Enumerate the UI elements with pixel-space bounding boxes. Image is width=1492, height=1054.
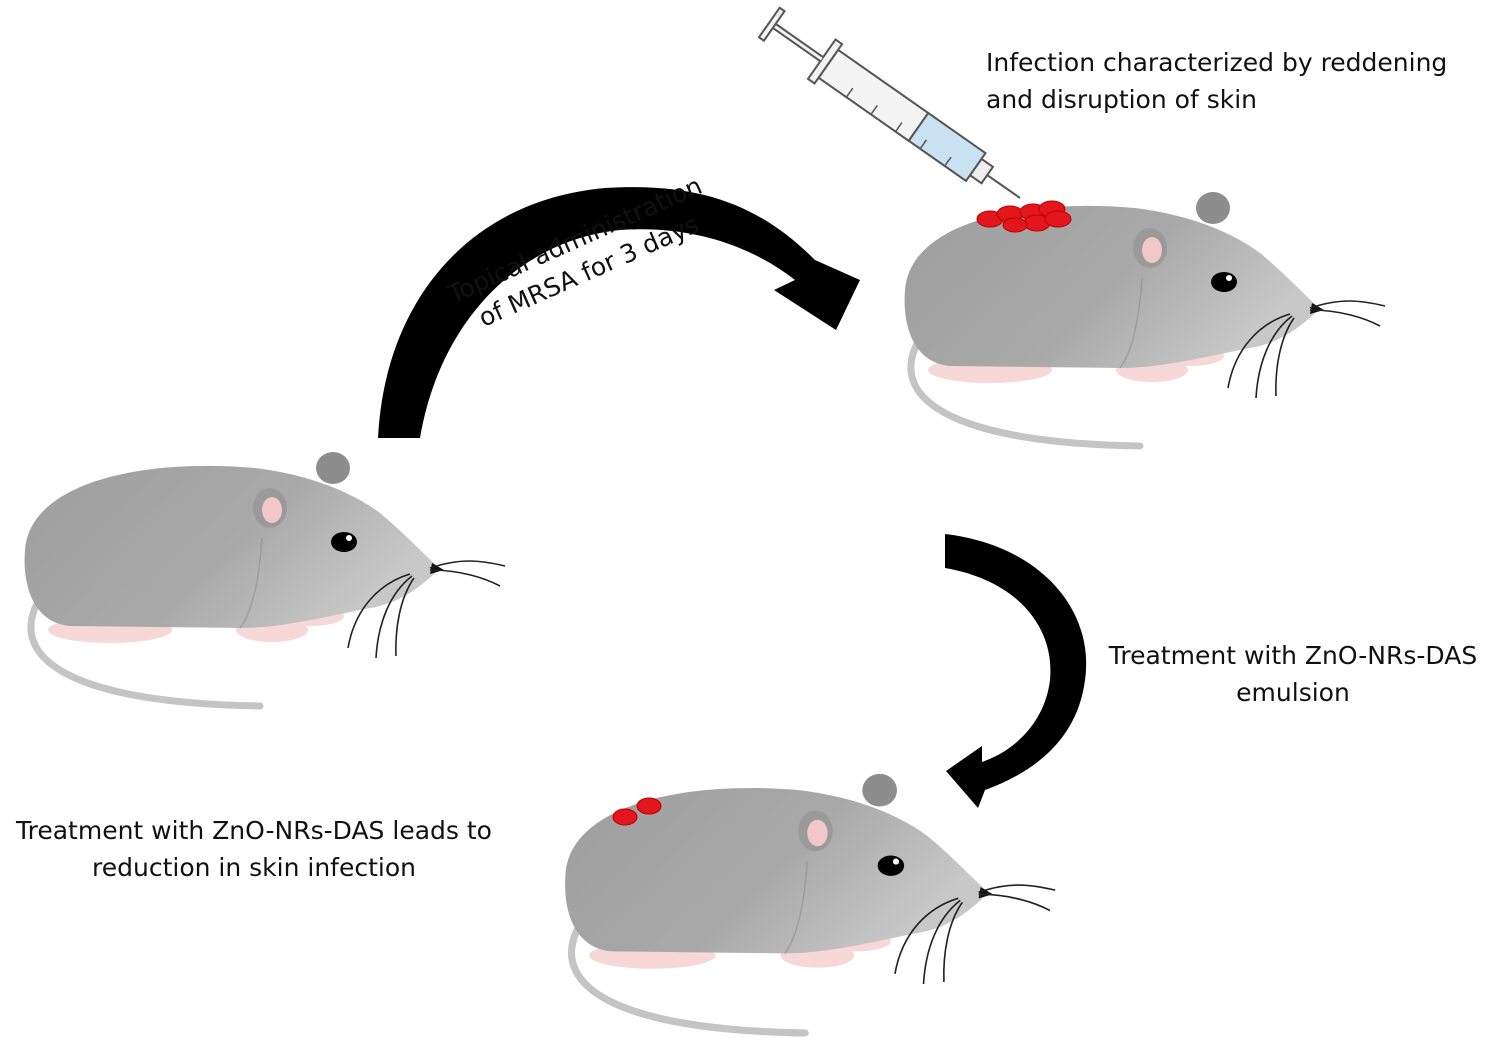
label-treatment-line-2: emulsion <box>1236 678 1350 707</box>
remaining-lesions <box>612 797 662 826</box>
label-infection-line-2: and disruption of skin <box>986 85 1257 114</box>
arrow-topical <box>378 187 860 438</box>
label-outcome: Treatment with ZnO-NRs-DAS leads to redu… <box>0 812 508 886</box>
label-outcome-line-1: Treatment with ZnO-NRs-DAS leads to <box>16 816 492 845</box>
healthy-mouse <box>25 452 505 706</box>
label-infection-line-1: Infection characterized by reddening <box>986 48 1448 77</box>
label-treatment-step: Treatment with ZnO-NRs-DAS emulsion <box>1100 637 1486 711</box>
infection-lesions <box>976 200 1072 233</box>
arrow-treatment <box>945 534 1087 808</box>
treated-mouse <box>565 774 1055 1033</box>
syringe-icon <box>757 6 1021 199</box>
label-treatment-line-1: Treatment with ZnO-NRs-DAS <box>1108 641 1478 670</box>
label-infection: Infection characterized by reddening and… <box>986 44 1447 118</box>
label-outcome-line-2: reduction in skin infection <box>92 853 416 882</box>
infected-mouse <box>905 192 1385 446</box>
